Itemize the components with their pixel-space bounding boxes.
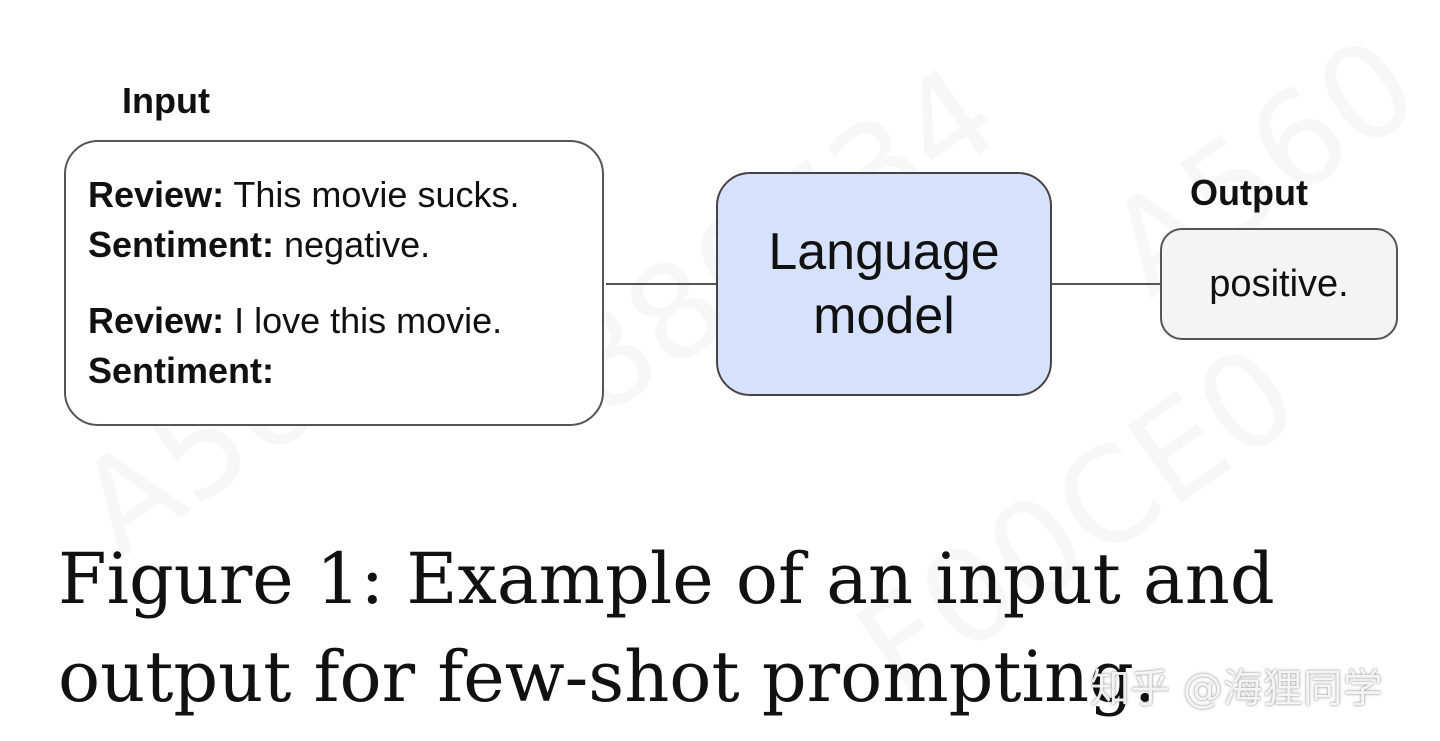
- sentiment-text: negative.: [274, 224, 431, 265]
- model-label-line-2: model: [813, 287, 955, 345]
- output-box: positive.: [1160, 228, 1398, 340]
- sentiment-key: Sentiment:: [88, 224, 275, 265]
- caption-line-2: output for few-shot prompting.: [58, 636, 1157, 718]
- input-box: Review: This movie sucks. Sentiment: neg…: [64, 140, 604, 426]
- review-key: Review:: [88, 174, 225, 215]
- language-model-box: Language model: [716, 172, 1052, 396]
- model-to-output-connector: [1051, 283, 1163, 285]
- example-1-sentiment-line: Sentiment: negative.: [88, 220, 602, 270]
- figure-caption: Figure 1: Example of an input and output…: [58, 530, 1418, 726]
- review-key: Review:: [88, 300, 225, 341]
- example-2-sentiment-line: Sentiment:: [88, 346, 602, 396]
- output-label: Output: [1190, 172, 1308, 213]
- caption-line-1: Figure 1: Example of an input and: [58, 538, 1275, 620]
- review-text: This movie sucks.: [224, 174, 520, 215]
- sentiment-key: Sentiment:: [88, 350, 275, 391]
- input-label: Input: [122, 80, 210, 121]
- site-watermark: 知乎 @海狸同学: [1090, 666, 1383, 712]
- model-label-line-1: Language: [768, 223, 1000, 281]
- output-value: positive.: [1209, 262, 1349, 305]
- example-1: Review: This movie sucks. Sentiment: neg…: [88, 170, 602, 270]
- example-2: Review: I love this movie. Sentiment:: [88, 296, 602, 396]
- example-2-review-line: Review: I love this movie.: [88, 296, 602, 346]
- review-text: I love this movie.: [224, 300, 503, 341]
- example-1-review-line: Review: This movie sucks.: [88, 170, 602, 220]
- input-to-model-connector: [606, 283, 718, 285]
